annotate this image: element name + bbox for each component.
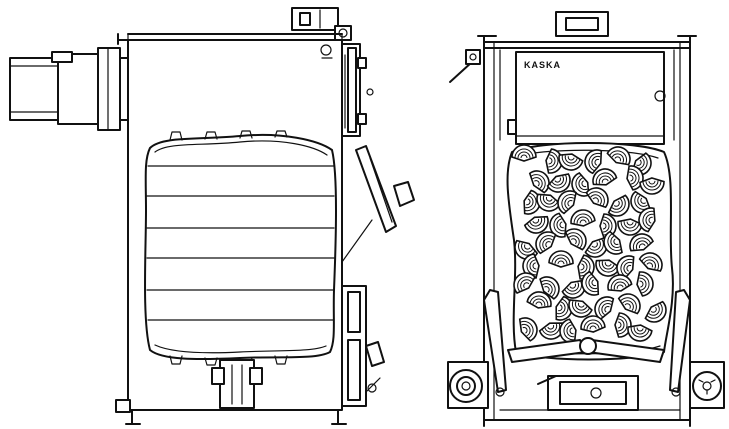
- firewood-log: [518, 317, 538, 342]
- front-feet: [483, 419, 691, 427]
- firewood-log: [535, 231, 557, 255]
- firewood-log: [617, 218, 643, 236]
- firewood-log: [639, 177, 665, 195]
- firewood-log: [617, 293, 641, 315]
- boiler-side-view: [9, 7, 415, 425]
- firewood-log: [539, 276, 560, 300]
- firewood-logs: [511, 144, 667, 344]
- firewood-log: [607, 194, 630, 217]
- firewood-log: [564, 228, 587, 251]
- side-levers: [483, 289, 691, 397]
- ash-door-assembly: [211, 359, 263, 409]
- open-door-panel: [341, 145, 415, 263]
- firewood-log: [549, 212, 567, 238]
- brand-label: KASKA: [524, 60, 561, 70]
- firewood-log: [638, 252, 663, 272]
- firewood-log: [595, 259, 621, 277]
- firewood-log: [580, 315, 606, 333]
- firewood-log: [523, 215, 549, 234]
- thermometer-lever: [449, 49, 481, 83]
- top-flue-box: [555, 11, 609, 37]
- grate-bar: [507, 337, 665, 363]
- pellet-burner: [9, 47, 131, 131]
- firewood-log: [592, 168, 618, 186]
- firewood-log: [513, 272, 536, 294]
- upper-loading-door: [341, 43, 374, 137]
- firewood-log: [603, 230, 623, 255]
- firewood-log: [528, 170, 550, 194]
- firewood-log: [511, 144, 537, 162]
- firewood-log: [571, 171, 590, 197]
- boiler-feet: [115, 399, 347, 425]
- firewood-log: [638, 207, 656, 233]
- firewood-log: [558, 153, 584, 171]
- firewood-log: [629, 233, 655, 252]
- firewood-log: [594, 296, 615, 321]
- blower-fan: [447, 361, 489, 409]
- firewood-log: [626, 165, 644, 191]
- firewood-log: [555, 295, 573, 321]
- firewood-log: [557, 190, 577, 215]
- firewood-log: [523, 189, 541, 215]
- lower-cleaning-door: [341, 285, 385, 407]
- firewood-log: [636, 271, 654, 297]
- firewood-log: [559, 318, 577, 344]
- firewood-log: [584, 149, 603, 175]
- firewood-log: [526, 291, 552, 309]
- control-panel: KASKA: [507, 51, 666, 145]
- air-damper: [689, 361, 725, 409]
- firewood-log: [606, 146, 631, 166]
- firewood-log: [548, 250, 574, 268]
- firewood-log: [644, 300, 667, 323]
- combustion-chamber: [144, 130, 337, 366]
- firewood-log: [568, 299, 593, 318]
- firewood-log: [581, 270, 600, 296]
- firewood-log: [570, 209, 596, 227]
- boiler-front-view: KASKA: [447, 11, 725, 427]
- firewood-log: [627, 324, 653, 342]
- firewood-log: [545, 148, 563, 174]
- firewood-log: [585, 187, 609, 209]
- firewood-log: [607, 274, 633, 292]
- ash-door: [499, 375, 681, 411]
- firewood-log: [536, 193, 562, 212]
- firewood-log: [546, 173, 571, 193]
